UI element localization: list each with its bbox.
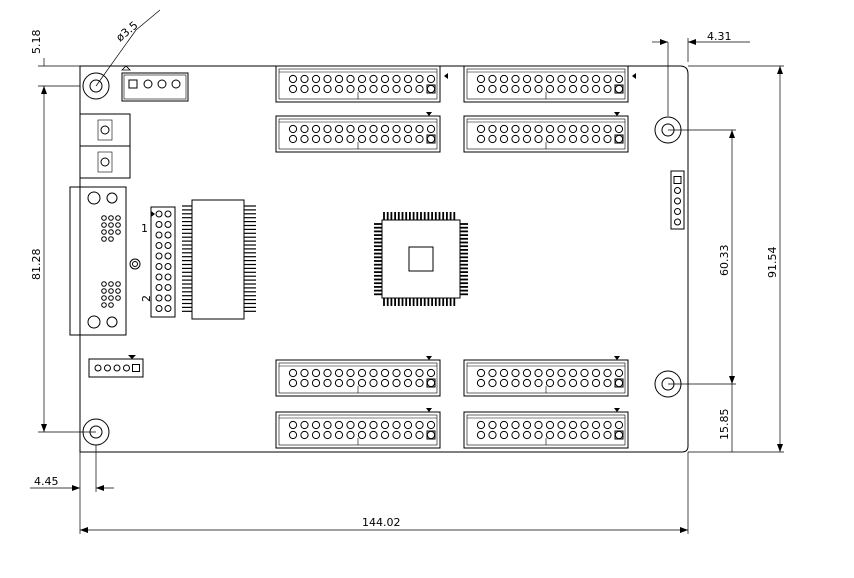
qfp-chip <box>374 212 468 306</box>
ethernet-jack-upper <box>79 113 131 147</box>
idc-connector <box>463 408 629 449</box>
header-pin <box>164 305 172 312</box>
db-pin <box>108 215 114 221</box>
pin-label-two: 2 <box>140 295 153 302</box>
header-pin <box>155 210 163 218</box>
dim-hole-diameter: ø3.5 <box>114 19 141 45</box>
header-5pin-bottom <box>88 355 144 378</box>
idc-connector <box>275 65 448 103</box>
dim-top-hole-offset: 5.18 <box>30 30 43 55</box>
dim-left-hole-offset: 4.45 <box>34 475 59 488</box>
db-pin <box>108 302 114 308</box>
db-pin <box>101 288 107 294</box>
db-pin <box>101 295 107 301</box>
idc-connector <box>463 356 629 397</box>
dim-right-hole-offset: 4.31 <box>707 30 732 43</box>
header-pin <box>674 187 681 194</box>
dim-right-hole-span: 60.33 <box>718 245 731 277</box>
dim-left-hole-span: 81.28 <box>30 249 43 281</box>
header-pin <box>155 242 163 249</box>
db-pin <box>101 229 107 235</box>
db-pin <box>108 288 114 294</box>
header-pin <box>155 252 163 260</box>
header-pin <box>674 218 681 226</box>
header-pin <box>123 364 130 372</box>
header-5pin-right <box>670 170 685 230</box>
ethernet-jack-lower <box>79 145 131 179</box>
db-pin <box>101 281 107 287</box>
header-pin <box>164 210 172 218</box>
idc-connector <box>463 65 636 103</box>
header-pin <box>673 176 682 184</box>
db-connector-block <box>69 186 141 336</box>
idc-connector <box>275 408 441 449</box>
header-pin <box>164 242 172 249</box>
idc-connector <box>275 112 441 153</box>
header-pin <box>155 263 163 270</box>
db-pin <box>108 222 114 228</box>
mounting-hole-top-left <box>82 72 110 100</box>
db-pin <box>115 295 121 301</box>
header-pin <box>674 208 681 215</box>
header-pin <box>155 294 163 302</box>
db-pin <box>108 281 114 287</box>
power-header-4pin <box>121 65 189 102</box>
dimension-lines <box>30 9 784 534</box>
header-pin <box>164 252 172 260</box>
db-pin <box>115 215 121 221</box>
db-pin <box>115 229 121 235</box>
db-pin <box>101 236 107 242</box>
dimension-arrows <box>41 39 783 533</box>
dim-bottom-hole-offset: 15.85 <box>718 409 731 441</box>
db-pin <box>108 295 114 301</box>
sop-chip <box>182 199 256 320</box>
header-pin <box>164 273 172 281</box>
header-pin <box>164 263 172 270</box>
header-pin <box>155 305 163 312</box>
db-pin <box>101 302 107 308</box>
header-pin <box>674 197 681 205</box>
header-pin <box>155 273 163 281</box>
pin-label-one: 1 <box>141 222 148 235</box>
header-pin <box>113 364 121 372</box>
header-pin <box>164 284 172 291</box>
header-pin <box>94 364 102 372</box>
pin-header-2x10 <box>150 206 176 318</box>
idc-connector <box>275 356 441 397</box>
board-outline <box>79 65 689 453</box>
header-pin <box>155 284 163 291</box>
db-pin <box>115 222 121 228</box>
db-pin <box>101 222 107 228</box>
db-pin <box>108 236 114 242</box>
header-pin <box>155 221 163 228</box>
header-pin <box>132 364 140 372</box>
header-pin <box>164 231 172 239</box>
dim-board-width: 144.02 <box>362 516 401 529</box>
db-pin <box>108 229 114 235</box>
header-pin <box>155 231 163 239</box>
idc-connector <box>463 112 629 153</box>
db-pin <box>115 288 121 294</box>
header-pin <box>164 221 172 228</box>
header-pin <box>104 364 111 372</box>
header-pin <box>164 294 172 302</box>
dim-board-height: 91.54 <box>766 247 779 279</box>
db-pin <box>101 215 107 221</box>
db-pin <box>115 281 121 287</box>
